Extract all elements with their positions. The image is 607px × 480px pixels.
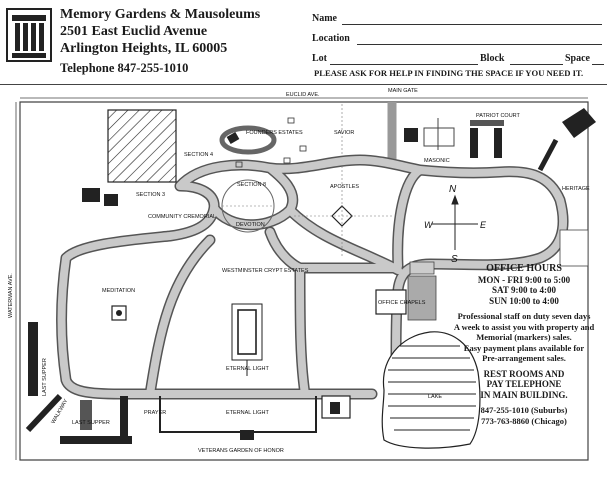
apostles-label: APOSTLES <box>330 184 359 190</box>
company-telephone: Telephone 847-255-1010 <box>60 61 189 75</box>
name-label: Name <box>312 13 337 24</box>
office-chapels-label: OFFICE CHAPELS <box>378 300 426 306</box>
block-label: Block <box>480 53 505 64</box>
section3-building <box>82 188 100 202</box>
main-gate-label: MAIN GATE <box>388 88 418 94</box>
meditation-label: MEDITATION <box>102 288 135 294</box>
heritage-path <box>537 138 559 172</box>
lake-waves <box>388 345 476 431</box>
veterans-garden-center <box>240 430 254 440</box>
compass-s: S <box>451 254 458 265</box>
restrooms-line-3: IN MAIN BUILDING. <box>480 389 568 400</box>
header-divider <box>0 84 607 85</box>
staff-line-5: Pre-arrangement sales. <box>482 353 566 363</box>
columns-logo-icon <box>6 8 52 62</box>
founders-building <box>226 132 240 144</box>
prayer-label: PRAYER <box>144 410 166 416</box>
founders-estates-loop <box>219 125 277 155</box>
veterans-label: VETERANS GARDEN OF HONOR <box>198 448 284 454</box>
eternal-light-2-label: ETERNAL LIGHT <box>226 410 270 416</box>
hours-sunday: SUN 10:00 to 4:00 <box>489 295 559 306</box>
location-label: Location <box>312 33 350 44</box>
compass-n: N <box>449 184 457 195</box>
company-street: 2501 East Euclid Avenue <box>60 24 208 39</box>
lake-label: LAKE <box>428 394 442 400</box>
masonic-label: MASONIC <box>424 158 450 164</box>
compass-icon <box>432 194 478 250</box>
phone-suburbs: 847-255-1010 (Suburbs) <box>480 405 568 415</box>
patriot-court-wall <box>470 120 504 126</box>
community-label: COMMUNITY CREMORIAL <box>148 214 216 220</box>
westminster-outer <box>231 303 263 361</box>
heritage-edge <box>559 229 589 267</box>
lot-label: Lot <box>312 53 327 64</box>
office-dock-building <box>330 402 340 414</box>
phone-chicago: 773-763-8860 (Chicago) <box>481 415 567 426</box>
founders-estates-label: FOUNDERS ESTATES <box>246 130 303 136</box>
compass-w: W <box>424 220 434 230</box>
header: Memory Gardens & Mausoleums 2501 East Eu… <box>0 0 607 90</box>
walkway-support <box>80 400 92 430</box>
restrooms-line-2: PAY TELEPHONE <box>486 379 562 389</box>
lot-field[interactable] <box>330 64 478 65</box>
office-chapels-building <box>375 289 407 315</box>
cemetery-map: EUCLID AVE. WATERMAN AVE. MAIN GATE N S … <box>8 88 596 461</box>
westminster-inner <box>237 309 257 355</box>
section4-label: SECTION 4 <box>184 152 213 158</box>
last-supper-building-2 <box>60 436 132 444</box>
masonic-plot <box>423 127 455 147</box>
hours-weekday: MON - FRI 9:00 to 5:00 <box>477 274 571 285</box>
waterman-ave-label: WATERMAN AVE. <box>8 273 14 318</box>
hours-saturday: SAT 9:00 to 4:00 <box>492 285 556 295</box>
last-supper-1-label: LAST SUPPER <box>42 358 48 396</box>
savior-label: SAVIOR <box>334 130 354 136</box>
last-supper-2-label: LAST SUPPER <box>72 420 110 426</box>
office-chapels-parking <box>407 275 437 321</box>
veterans-garden-wall <box>159 396 317 433</box>
block-field[interactable] <box>510 64 563 65</box>
walkway-building <box>25 393 63 433</box>
name-field[interactable] <box>342 24 602 25</box>
company-city: Arlington Heights, IL 60005 <box>60 41 228 56</box>
help-text: PLEASE ASK FOR HELP IN FINDING THE SPACE… <box>314 68 584 78</box>
patriot-court-block-1 <box>470 128 478 158</box>
parking-lot <box>409 261 435 275</box>
space-label: Space <box>565 53 590 64</box>
devotion-label: DEVOTION <box>236 222 265 228</box>
section3-building-2 <box>104 194 118 206</box>
westminster-label: WESTMINSTER CRYPT ESTATES <box>222 268 309 274</box>
company-name: Memory Gardens & Mausoleums <box>60 7 261 22</box>
lake <box>381 331 481 449</box>
space-field[interactable] <box>592 64 604 65</box>
location-field[interactable] <box>357 44 602 45</box>
office-hours-box: OFFICE HOURS MON - FRI 9:00 to 5:00 SAT … <box>444 263 604 426</box>
euclid-ave-label: EUCLID AVE. <box>286 92 320 98</box>
heritage-label: HERITAGE <box>562 186 590 192</box>
founders-marker-1 <box>287 117 295 124</box>
restrooms-line-1: REST ROOMS AND <box>483 368 565 379</box>
section3-label: SECTION 3 <box>136 192 165 198</box>
staff-line-3: Memorial (markers) sales. <box>476 332 572 342</box>
property-boundary <box>19 101 589 461</box>
patriot-court-block-2 <box>494 128 502 158</box>
founders-marker-2 <box>299 145 307 152</box>
office-hours-title: OFFICE HOURS <box>486 263 562 274</box>
staff-line-1: Professional staff on duty seven days <box>457 311 591 321</box>
last-supper-building-1 <box>28 322 38 396</box>
masonic-building <box>404 128 418 142</box>
eternal-light-1-label: ETERNAL LIGHT <box>226 366 270 372</box>
staff-line-4: Easy payment plans available for <box>463 342 585 353</box>
staff-line-2: A week to assist you with property and <box>453 321 595 332</box>
prayer-building <box>120 396 128 442</box>
section8-label: SECTION 8 <box>237 182 266 188</box>
meditation-plot <box>111 305 127 321</box>
section4-hatched-block <box>107 109 177 183</box>
founders-marker-3 <box>283 157 291 164</box>
compass-e: E <box>480 220 487 230</box>
founders-marker-4 <box>235 161 243 168</box>
patriot-court-label: PATRIOT COURT <box>476 113 521 119</box>
heritage-grid <box>562 108 596 138</box>
